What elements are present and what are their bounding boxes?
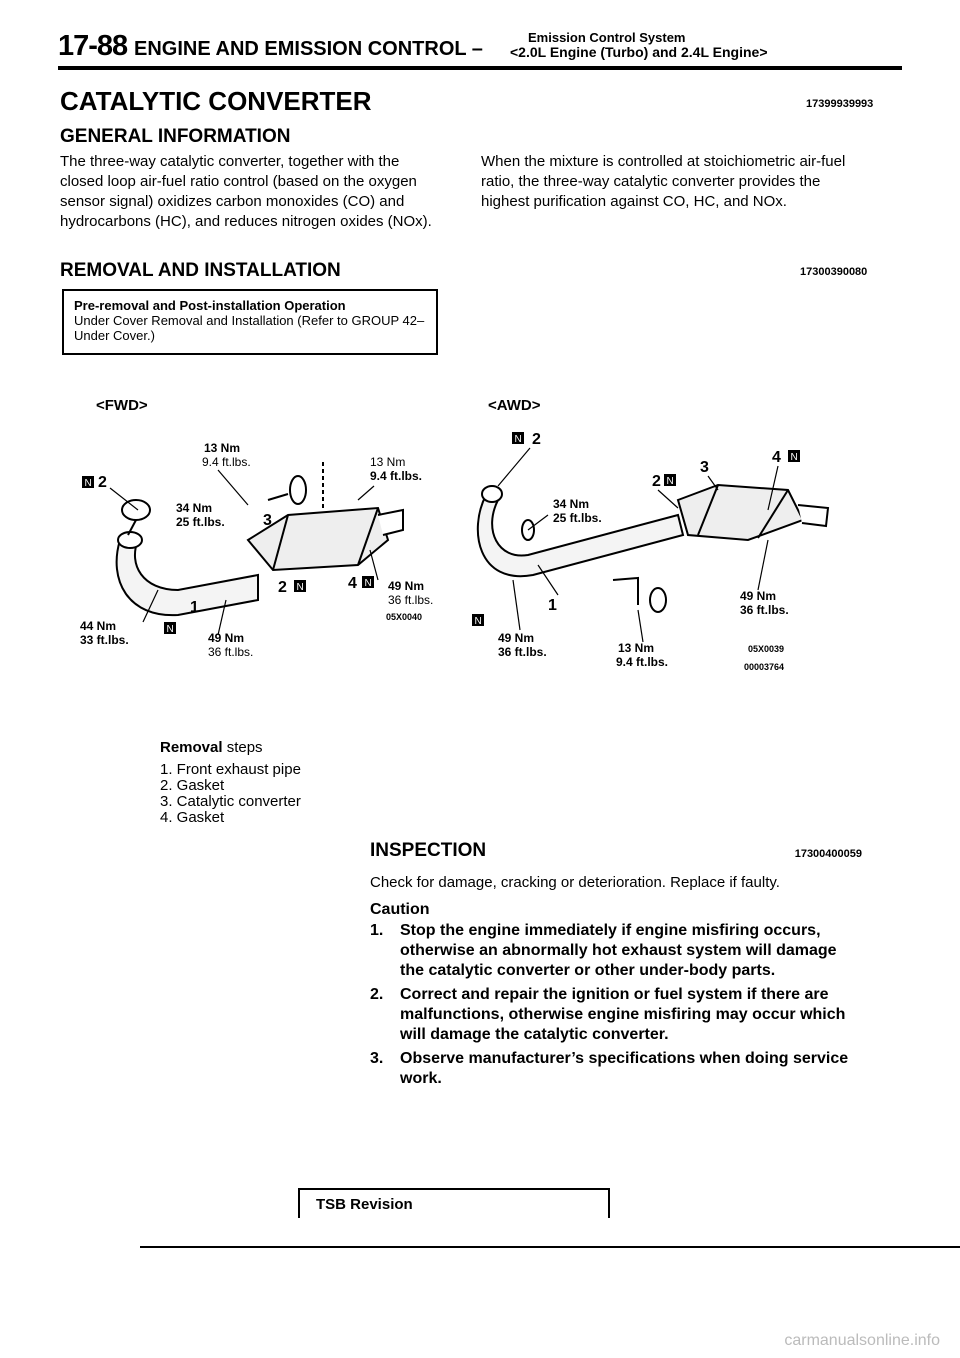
svg-text:N: N — [515, 434, 522, 445]
svg-text:N: N — [791, 452, 798, 463]
tsb-revision-box: TSB Revision — [298, 1188, 610, 1218]
fwd-torque-4b: 36 ft.lbs. — [388, 593, 433, 607]
fwd-torque-5a: 44 Nm — [80, 619, 116, 633]
awd-label: <AWD> — [488, 397, 541, 414]
fwd-torque-5b: 33 ft.lbs. — [80, 633, 129, 647]
system-name: Emission Control System — [528, 30, 686, 45]
fwd-front-pipe — [115, 499, 259, 617]
removal-step-3: 3. Catalytic converter — [160, 793, 301, 810]
fwd-badge-1: N — [82, 476, 94, 489]
svg-text:N: N — [167, 624, 174, 635]
removal-step-2: 2. Gasket — [160, 777, 225, 794]
caution-label: Caution — [370, 901, 430, 918]
awd-badge-2: N — [664, 474, 676, 487]
pre-removal-box: Pre-removal and Post-installation Operat… — [62, 289, 438, 355]
removal-steps-heading: Removal steps — [160, 739, 263, 756]
header-rule — [58, 66, 902, 70]
inspection-heading: INSPECTION — [370, 840, 487, 861]
removal-heading: REMOVAL AND INSTALLATION — [60, 260, 341, 281]
exhaust-diagram: <FWD> 13 Nm 9.4 ft.lbs. 13 Nm 9.4 ft.lbs… — [58, 390, 898, 690]
fwd-torque-3a: 34 Nm — [176, 501, 212, 515]
svg-text:N: N — [667, 476, 674, 487]
caution-item: 2.Correct and repair the ignition or fue… — [370, 986, 846, 1043]
exhaust-diagram-svg: <FWD> 13 Nm 9.4 ft.lbs. 13 Nm 9.4 ft.lbs… — [80, 397, 830, 672]
awd-torque-4a: 13 Nm — [618, 641, 654, 655]
removal-code: 17300390080 — [800, 266, 868, 278]
fwd-part-2: 2 — [98, 474, 107, 491]
fwd-part-1: 1 — [190, 599, 199, 616]
svg-text:N: N — [85, 478, 92, 489]
awd-torque-1b: 25 ft.lbs. — [553, 511, 602, 525]
fwd-label: <FWD> — [96, 397, 148, 414]
page-number: 17-88 — [58, 30, 128, 62]
awd-part-4: 4 — [772, 449, 781, 466]
awd-part-3: 3 — [700, 459, 709, 476]
fwd-catalytic-converter — [246, 506, 404, 572]
engine-subtitle: <2.0L Engine (Turbo) and 2.4L Engine> — [510, 44, 768, 60]
removal-steps: Removal steps 1. Front exhaust pipe 2. G… — [160, 740, 301, 826]
fwd-badge-4: N — [164, 622, 176, 635]
fwd-badge-2: N — [294, 580, 306, 593]
inspection-text: Check for damage, cracking or deteriorat… — [370, 874, 780, 891]
removal-step-1: 1. Front exhaust pipe — [160, 761, 301, 778]
fwd-torque-6a: 49 Nm — [208, 631, 244, 645]
fwd-torque-3b: 25 ft.lbs. — [176, 515, 225, 529]
svg-text:N: N — [297, 582, 304, 593]
watermark: carmanualsonline.info — [784, 1332, 940, 1349]
awd-hanger — [612, 576, 667, 613]
fwd-torque-4a: 49 Nm — [388, 579, 424, 593]
fwd-badge-3: N — [362, 576, 374, 589]
awd-part-1: 1 — [548, 597, 557, 614]
fwd-part-4: 4 — [348, 575, 357, 592]
general-right-text: When the mixture is controlled at stoich… — [481, 153, 846, 210]
svg-text:N: N — [365, 578, 372, 589]
section-title: CATALYTIC CONVERTER — [60, 86, 372, 116]
footer-rule — [140, 1246, 960, 1248]
fwd-torque-1a: 13 Nm — [204, 441, 240, 455]
fwd-leader-lines — [109, 469, 379, 636]
awd-torque-2a: 49 Nm — [740, 589, 776, 603]
fwd-torque-2b: 9.4 ft.lbs. — [370, 469, 422, 483]
awd-badge-3: N — [788, 450, 800, 463]
awd-torque-3a: 49 Nm — [498, 631, 534, 645]
fwd-gasket-flange — [267, 462, 324, 508]
awd-catalytic-converter — [676, 483, 830, 542]
fwd-torque-2a: 13 Nm — [370, 455, 405, 469]
awd-torque-3b: 36 ft.lbs. — [498, 645, 547, 659]
svg-text:N: N — [475, 616, 482, 627]
caution-item: 1.Stop the engine immediately if engine … — [370, 922, 837, 979]
removal-step-4: 4. Gasket — [160, 809, 225, 826]
caution-item: 3.Observe manufacturer’s specifications … — [370, 1050, 849, 1087]
chapter-title: ENGINE AND EMISSION CONTROL – — [134, 38, 483, 60]
pre-removal-body: Under Cover Removal and Installation (Re… — [74, 313, 425, 343]
awd-badge-1: N — [512, 432, 524, 445]
fwd-part-3: 3 — [263, 512, 272, 529]
inspection-section: INSPECTION 17300400059 Check for damage,… — [370, 840, 862, 1093]
awd-leader-lines — [497, 447, 779, 643]
awd-badge-4: N — [472, 614, 484, 627]
general-heading: GENERAL INFORMATION — [60, 126, 291, 147]
awd-figure-code-1: 05X0039 — [748, 644, 784, 654]
awd-figure-code-2: 00003764 — [744, 662, 784, 672]
inspection-code: 17300400059 — [794, 848, 862, 860]
caution-list: 1.Stop the engine immediately if engine … — [370, 921, 862, 1089]
section-code: 17399939993 — [806, 98, 874, 110]
fwd-torque-6b: 36 ft.lbs. — [208, 645, 253, 659]
awd-part-2: 2 — [532, 431, 541, 448]
pre-removal-title: Pre-removal and Post-installation Operat… — [74, 298, 346, 313]
awd-part-2b: 2 — [652, 473, 661, 490]
awd-torque-1a: 34 Nm — [553, 497, 589, 511]
awd-torque-2b: 36 ft.lbs. — [740, 603, 789, 617]
awd-torque-4b: 9.4 ft.lbs. — [616, 655, 668, 669]
awd-front-pipe — [476, 485, 685, 578]
general-left-text: The three-way catalytic converter, toget… — [60, 153, 432, 230]
fwd-figure-code: 05X0040 — [386, 612, 422, 622]
fwd-torque-1b: 9.4 ft.lbs. — [202, 455, 251, 469]
fwd-part-2b: 2 — [278, 579, 287, 596]
